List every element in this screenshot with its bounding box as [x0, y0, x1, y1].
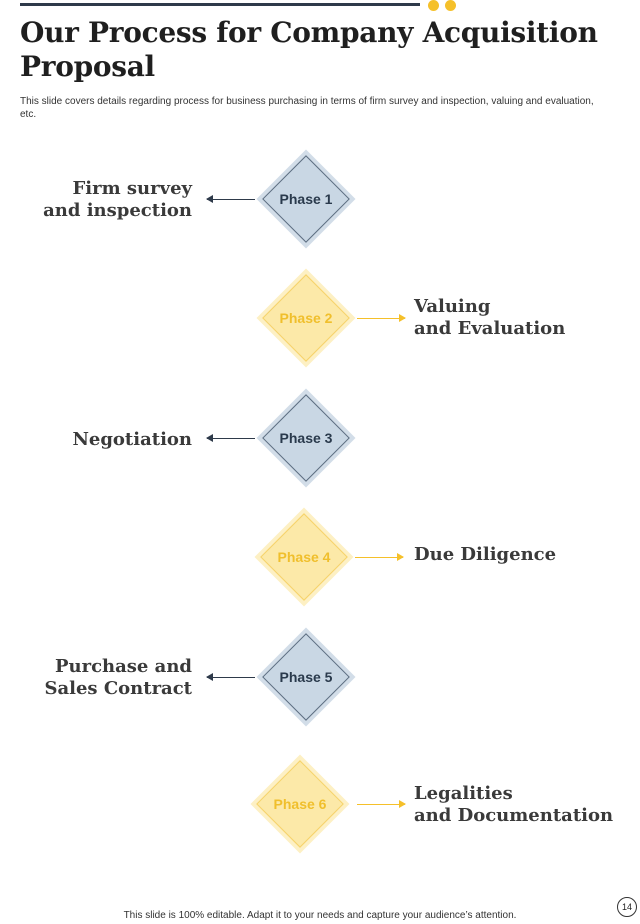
step-label-legalities: Legalities and Documentation	[414, 783, 614, 826]
phase-6-diamond: Phase 6	[250, 754, 350, 854]
phase-2-diamond: Phase 2	[256, 268, 356, 368]
accent-dot	[428, 0, 439, 11]
step-label-firm-survey: Firm survey and inspection	[43, 178, 192, 221]
footer-note: This slide is 100% editable. Adapt it to…	[123, 910, 517, 921]
arrow-right-icon	[357, 800, 406, 808]
arrow-right-icon	[355, 553, 404, 561]
phase-label: Phase 3	[279, 430, 333, 446]
phase-4-diamond: Phase 4	[254, 507, 354, 607]
slide-title: Our Process for Company Acquisition Prop…	[20, 16, 598, 83]
arrow-left-icon	[206, 673, 255, 681]
phase-5-diamond: Phase 5	[256, 627, 356, 727]
step-label-negotiation: Negotiation	[72, 429, 192, 450]
phase-1-diamond: Phase 1	[256, 149, 356, 249]
phase-3-diamond: Phase 3	[256, 388, 356, 488]
phase-label: Phase 6	[273, 796, 327, 812]
arrow-left-icon	[206, 195, 255, 203]
step-label-valuing: Valuing and Evaluation	[414, 296, 566, 339]
arrow-right-icon	[357, 314, 406, 322]
phase-label: Phase 4	[277, 549, 331, 565]
arrow-left-icon	[206, 434, 255, 442]
slide-subtitle: This slide covers details regarding proc…	[20, 96, 594, 120]
page-number: 14	[617, 897, 637, 917]
top-accent-bar	[20, 3, 420, 6]
phase-label: Phase 5	[279, 669, 333, 685]
step-label-purchase-contract: Purchase and Sales Contract	[44, 656, 192, 699]
accent-dot	[445, 0, 456, 11]
step-label-due-diligence: Due Diligence	[414, 544, 557, 565]
phase-label: Phase 2	[279, 310, 333, 326]
phase-label: Phase 1	[279, 191, 333, 207]
